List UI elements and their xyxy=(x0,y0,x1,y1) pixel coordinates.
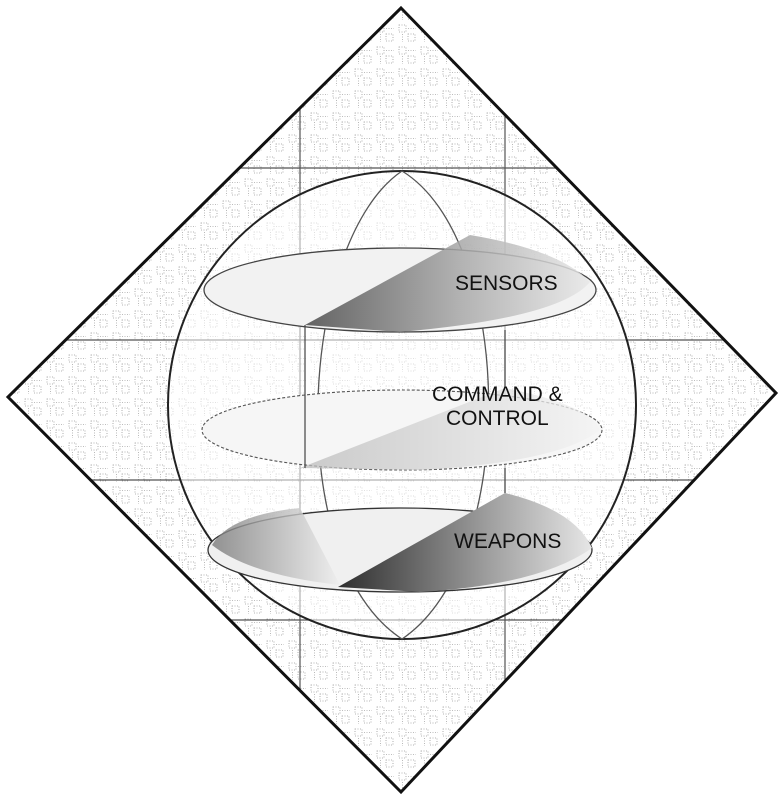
weapons-label: WEAPONS xyxy=(454,530,561,554)
command-control-label: COMMAND & CONTROL xyxy=(432,383,563,431)
command-control-label-line2: CONTROL xyxy=(432,407,563,431)
sensors-label: SENSORS xyxy=(455,272,558,296)
command-control-label-line1: COMMAND & xyxy=(432,383,563,407)
sphere xyxy=(168,171,636,639)
